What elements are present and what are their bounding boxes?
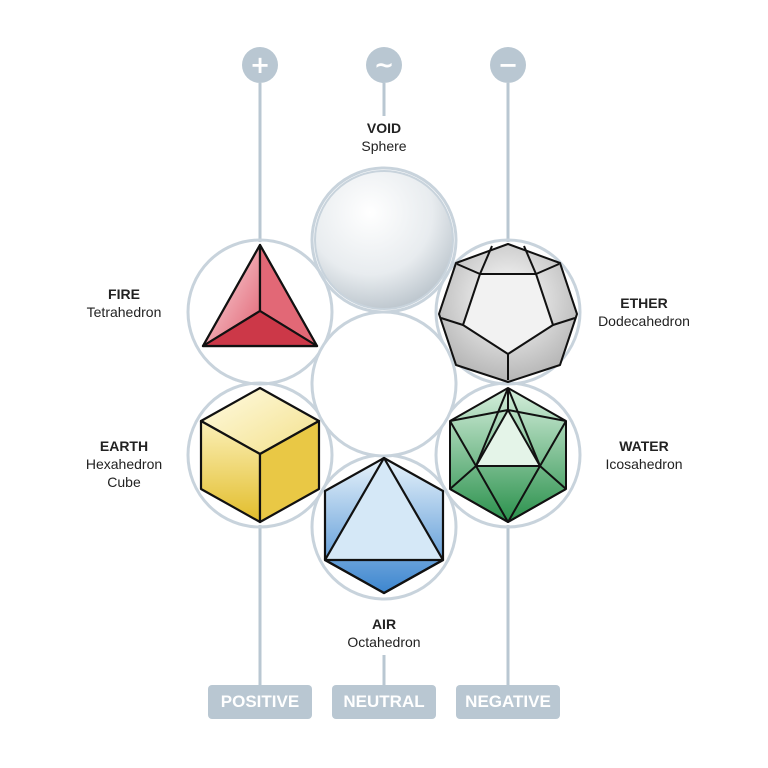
air-solid-name: Octahedron [347,634,421,650]
water-circle [434,381,582,529]
water-name: WATER [619,438,669,454]
water-label: WATER Icosahedron [574,437,714,473]
air-label: AIR Octahedron [314,615,454,651]
tetrahedron-solid [201,243,319,348]
icosahedron-solid [449,387,567,523]
void-name: VOID [366,120,402,136]
fire-label: FIRE Tetrahedron [54,285,194,321]
fire-solid-name: Tetrahedron [86,304,162,320]
neutral-label: NEUTRAL [332,685,436,719]
ether-solid-name: Dodecahedron [598,313,690,329]
earth-circle [186,381,334,529]
air-name: AIR [371,616,397,632]
void-label: VOID Sphere [314,119,454,155]
sphere-solid [314,170,454,310]
earth-label: EARTH Hexahedron Cube [54,437,194,491]
center-circle [310,310,458,458]
void-solid-name: Sphere [361,138,407,154]
element-circles [186,166,582,601]
water-solid-name: Icosahedron [605,456,683,472]
fire-name: FIRE [108,286,140,302]
guide-lines [258,83,510,686]
octahedron-solid [323,456,445,595]
negative-symbol: − [490,47,526,83]
neutral-symbol: ~ [366,47,402,83]
negative-label: NEGATIVE [456,685,560,719]
ether-label: ETHER Dodecahedron [574,294,714,330]
dodecahedron-solid [438,243,578,383]
earth-name: EARTH [99,438,149,454]
earth-solid-name: Hexahedron [85,456,163,472]
ether-name: ETHER [620,295,668,311]
positive-symbol: + [242,47,278,83]
earth-solid-alt-name: Cube [107,474,141,490]
cube-solid [199,386,321,524]
positive-label: POSITIVE [208,685,312,719]
